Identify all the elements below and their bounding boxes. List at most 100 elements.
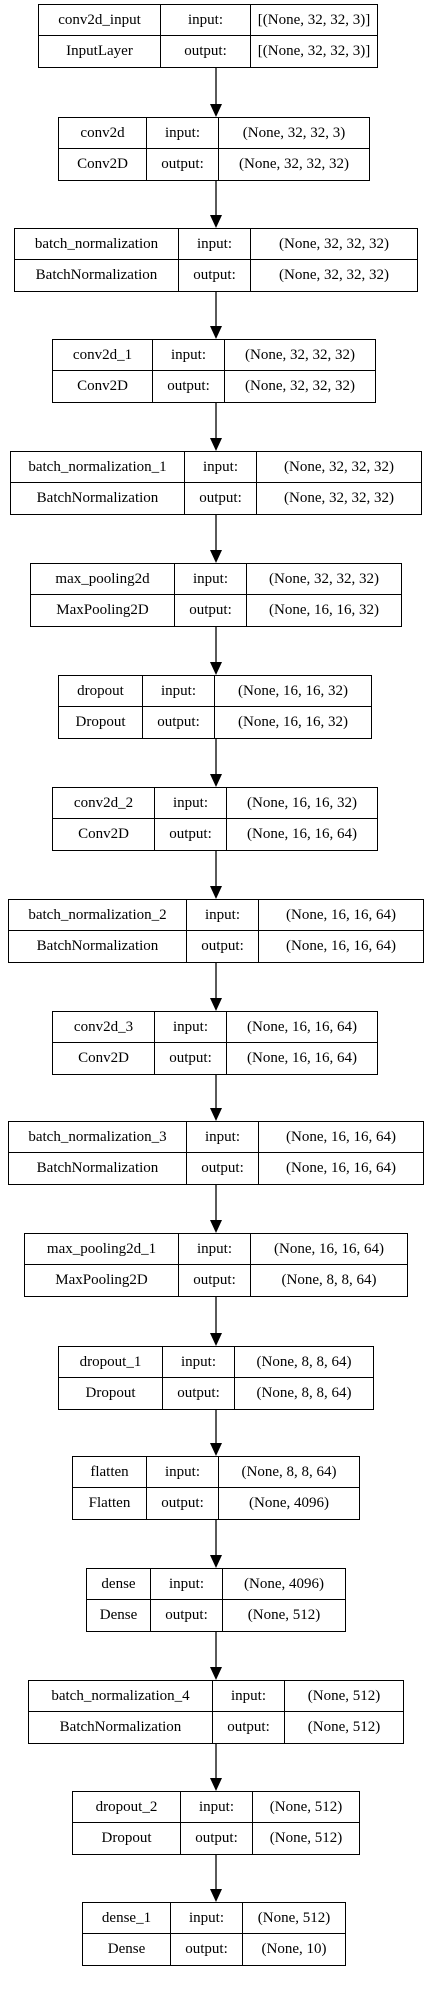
layer-type: Dropout: [73, 1823, 181, 1854]
input-shape: (None, 32, 32, 32): [225, 340, 375, 371]
input-shape: (None, 4096): [223, 1569, 345, 1600]
input-label: input:: [163, 1347, 235, 1378]
input-shape: (None, 8, 8, 64): [235, 1347, 373, 1378]
output-label: output:: [161, 36, 251, 67]
input-shape: (None, 32, 32, 3): [219, 118, 369, 149]
arrow-dropout-2-to-dense-1: [210, 1855, 222, 1902]
output-label: output:: [179, 1265, 251, 1296]
layer-type: Conv2D: [53, 371, 153, 402]
output-shape: (None, 16, 16, 64): [247, 1050, 357, 1066]
input-shape: (None, 512): [243, 1903, 345, 1934]
output-label: output:: [143, 707, 215, 738]
output-label: output:: [151, 1600, 223, 1631]
layer-type: MaxPooling2D: [25, 1265, 179, 1296]
arrow-batch-normalization-to-conv2d-1: [210, 292, 222, 339]
arrow-batch-normalization-4-to-dropout-2: [210, 1744, 222, 1791]
layer-type: BatchNormalization: [11, 483, 185, 514]
input-shape: (None, 512): [253, 1792, 359, 1823]
layer-type: MaxPooling2D: [31, 595, 175, 626]
input-shape: (None, 16, 16, 64): [227, 1012, 377, 1043]
arrow-batch-normalization-1-to-max-pooling2d: [210, 515, 222, 563]
layer-name: conv2d: [59, 118, 147, 149]
layer-type: Dropout: [59, 1378, 163, 1409]
input-label: input:: [151, 1569, 223, 1600]
layer-name: dense_1: [83, 1903, 171, 1934]
output-shape: (None, 512): [307, 1719, 381, 1735]
layer-name: dense: [87, 1569, 151, 1600]
input-label: input:: [187, 900, 259, 931]
output-shape: (None, 32, 32, 32): [279, 267, 389, 283]
input-label: input:: [161, 5, 251, 36]
layer-name: max_pooling2d: [31, 564, 175, 595]
output-label: output:: [179, 260, 251, 291]
input-label: input:: [147, 118, 219, 149]
output-label: output:: [213, 1712, 285, 1743]
arrow-max-pooling2d-to-dropout: [210, 627, 222, 675]
input-label: input:: [175, 564, 247, 595]
input-label: input:: [147, 1457, 219, 1488]
output-label: output:: [147, 1488, 219, 1519]
output-shape: (None, 32, 32, 32): [239, 156, 349, 172]
input-label: input:: [155, 1012, 227, 1043]
layer-name: batch_normalization: [15, 229, 179, 260]
arrow-batch-normalization-2-to-conv2d-3: [210, 963, 222, 1011]
output-shape: (None, 32, 32, 32): [284, 490, 394, 506]
arrow-conv2d-to-batch-normalization: [210, 181, 222, 228]
output-shape: (None, 10): [261, 1941, 327, 1957]
arrow-batch-normalization-3-to-max-pooling2d-1: [210, 1185, 222, 1233]
layer-name: batch_normalization_2: [9, 900, 187, 931]
arrow-flatten-to-dense: [210, 1520, 222, 1568]
input-shape: [(None, 32, 32, 3)]: [251, 5, 377, 36]
input-shape: (None, 16, 16, 32): [215, 676, 371, 707]
layer-type: BatchNormalization: [9, 931, 187, 962]
layer-name: batch_normalization_3: [9, 1122, 187, 1153]
output-shape: (None, 512): [247, 1607, 321, 1623]
input-shape: (None, 8, 8, 64): [219, 1457, 359, 1488]
output-shape: (None, 16, 16, 64): [286, 1160, 396, 1176]
layer-name: flatten: [73, 1457, 147, 1488]
input-label: input:: [171, 1903, 243, 1934]
layer-type: Dense: [87, 1600, 151, 1631]
output-shape: (None, 512): [269, 1830, 343, 1846]
output-shape: (None, 16, 16, 32): [269, 602, 379, 618]
arrow-conv2d-input-to-conv2d: [210, 68, 222, 117]
layer-type: BatchNormalization: [9, 1153, 187, 1184]
arrow-dropout-to-conv2d-2: [210, 739, 222, 787]
input-shape: (None, 16, 16, 64): [259, 1122, 423, 1153]
output-label: output:: [163, 1378, 235, 1409]
layer-name: conv2d_input: [39, 5, 161, 36]
layer-type: Conv2D: [53, 1043, 155, 1074]
arrow-max-pooling2d-1-to-dropout-1: [210, 1297, 222, 1346]
input-shape: (None, 512): [285, 1681, 403, 1712]
layer-type: Conv2D: [59, 149, 147, 180]
arrow-conv2d-2-to-batch-normalization-2: [210, 851, 222, 899]
layer-name: dropout_1: [59, 1347, 163, 1378]
input-label: input:: [181, 1792, 253, 1823]
layer-name: batch_normalization_1: [11, 452, 185, 483]
output-label: output:: [185, 483, 257, 514]
layer-name: conv2d_1: [53, 340, 153, 371]
layer-name: dropout_2: [73, 1792, 181, 1823]
output-shape: (None, 8, 8, 64): [281, 1272, 377, 1288]
layer-name: conv2d_3: [53, 1012, 155, 1043]
arrow-dropout-1-to-flatten: [210, 1410, 222, 1456]
input-label: input:: [179, 229, 251, 260]
output-shape: (None, 16, 16, 64): [247, 826, 357, 842]
output-label: output:: [187, 931, 259, 962]
